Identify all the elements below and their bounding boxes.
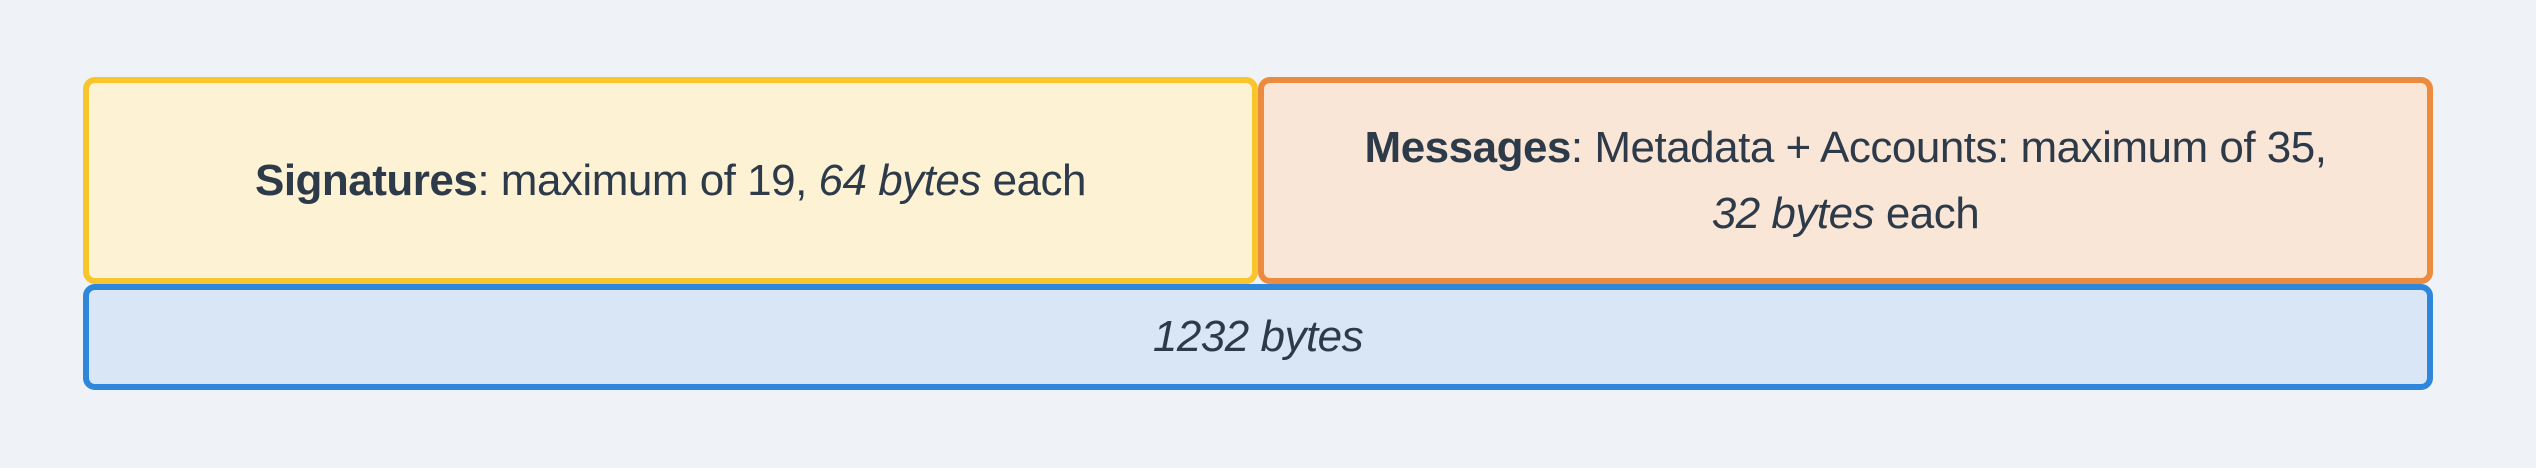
- total-bytes-text: 1232 bytes: [1152, 304, 1364, 370]
- total-bytes-line: 1232 bytes: [1152, 304, 1364, 370]
- signatures-mid-text: : maximum of 19,: [477, 155, 819, 205]
- messages-box: Messages: Metadata + Accounts: maximum o…: [1258, 77, 2433, 284]
- signatures-box: Signatures: maximum of 19, 64 bytes each: [83, 77, 1258, 284]
- messages-box-text: Messages: Metadata + Accounts: maximum o…: [1365, 115, 2327, 247]
- messages-line2-end-text: each: [1874, 188, 1980, 238]
- signatures-end-text: each: [980, 155, 1087, 205]
- signatures-line: Signatures: maximum of 19, 64 bytes each: [254, 148, 1087, 214]
- messages-label: Messages: [1364, 122, 1572, 172]
- total-bytes-italic: 1232 bytes: [1152, 312, 1364, 361]
- messages-bytes-italic: 32 bytes: [1711, 188, 1875, 238]
- signatures-box-text: Signatures: maximum of 19, 64 bytes each: [254, 148, 1087, 214]
- total-bytes-box: 1232 bytes: [83, 284, 2433, 390]
- signatures-bytes-italic: 64 bytes: [818, 155, 982, 205]
- signatures-label: Signatures: [254, 155, 478, 205]
- messages-line-1: Messages: Metadata + Accounts: maximum o…: [1365, 115, 2327, 181]
- messages-line-2: 32 bytes each: [1365, 181, 2327, 247]
- messages-line1-text: : Metadata + Accounts: maximum of 35,: [1570, 122, 2327, 172]
